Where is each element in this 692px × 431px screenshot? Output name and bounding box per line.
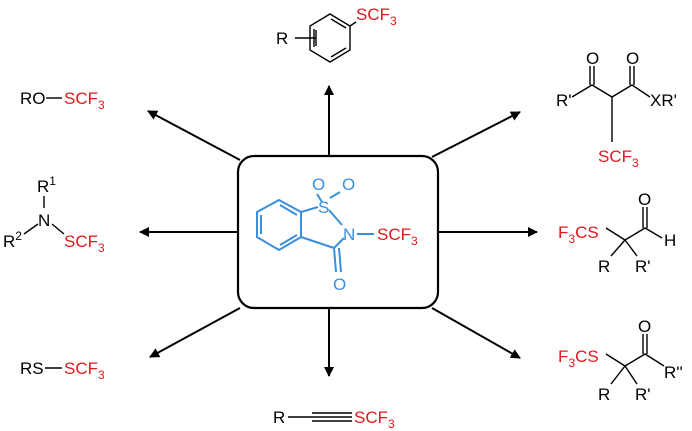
arrow-down-left — [149, 307, 241, 358]
product-aldehyde-scf3: F3CS O H R R' — [558, 190, 676, 276]
svg-text:O: O — [586, 49, 599, 68]
svg-text:R: R — [273, 408, 285, 427]
svg-text:R2: R2 — [3, 229, 22, 251]
product-amine-scf3: R1 N R2 SCF3 — [3, 174, 105, 255]
svg-text:SCF3: SCF3 — [598, 147, 639, 170]
svg-text:R: R — [598, 257, 610, 276]
product-ether-scf3: RO SCF3 — [20, 89, 105, 112]
product-aryl-scf3: R SCF3 — [276, 5, 397, 63]
svg-text:SCF3: SCF3 — [64, 232, 105, 255]
product-dicarbonyl-scf3: R' O O XR' SCF3 — [556, 49, 677, 170]
svg-text:RO: RO — [20, 89, 46, 108]
svg-text:RS: RS — [20, 359, 44, 378]
product-disulfide-scf3: RS SCF3 — [20, 359, 105, 382]
atom-oxygen: O — [312, 175, 325, 194]
arrow-down-right — [431, 307, 521, 359]
svg-text:H: H — [664, 231, 676, 250]
atom-oxygen: O — [333, 275, 346, 294]
svg-text:N: N — [38, 211, 50, 230]
reagent-box: O O S N O SCF3 — [236, 154, 440, 310]
svg-text:SCF3: SCF3 — [354, 408, 395, 431]
svg-text:R': R' — [635, 385, 651, 404]
svg-text:F3CS: F3CS — [558, 223, 599, 246]
arrows — [139, 85, 538, 377]
svg-text:R: R — [598, 385, 610, 404]
svg-text:XR': XR' — [650, 91, 677, 110]
atom-oxygen: O — [342, 175, 355, 194]
svg-text:R: R — [276, 29, 288, 48]
product-alkyne-scf3: R SCF3 — [273, 408, 395, 431]
svg-text:SCF3: SCF3 — [64, 89, 105, 112]
svg-text:O: O — [638, 317, 651, 336]
svg-text:O: O — [626, 49, 639, 68]
arrow-up-right — [431, 111, 521, 158]
svg-text:F3CS: F3CS — [558, 347, 599, 370]
atom-sulfur: S — [318, 198, 329, 217]
svg-text:R': R' — [556, 91, 572, 110]
n-scf3-saccharin-structure: O O S N O SCF3 — [256, 175, 418, 294]
svg-text:R'': R'' — [664, 363, 683, 382]
arrow-up-left — [147, 110, 241, 161]
product-ketone-scf3: F3CS O R'' R R' — [558, 317, 683, 404]
svg-text:O: O — [638, 190, 651, 209]
svg-text:SCF3: SCF3 — [64, 359, 105, 382]
atom-nitrogen: N — [343, 225, 355, 244]
svg-text:R': R' — [635, 257, 651, 276]
svg-text:R1: R1 — [37, 174, 56, 196]
scf3-group: SCF3 — [377, 225, 418, 248]
svg-text:SCF3: SCF3 — [356, 5, 397, 28]
